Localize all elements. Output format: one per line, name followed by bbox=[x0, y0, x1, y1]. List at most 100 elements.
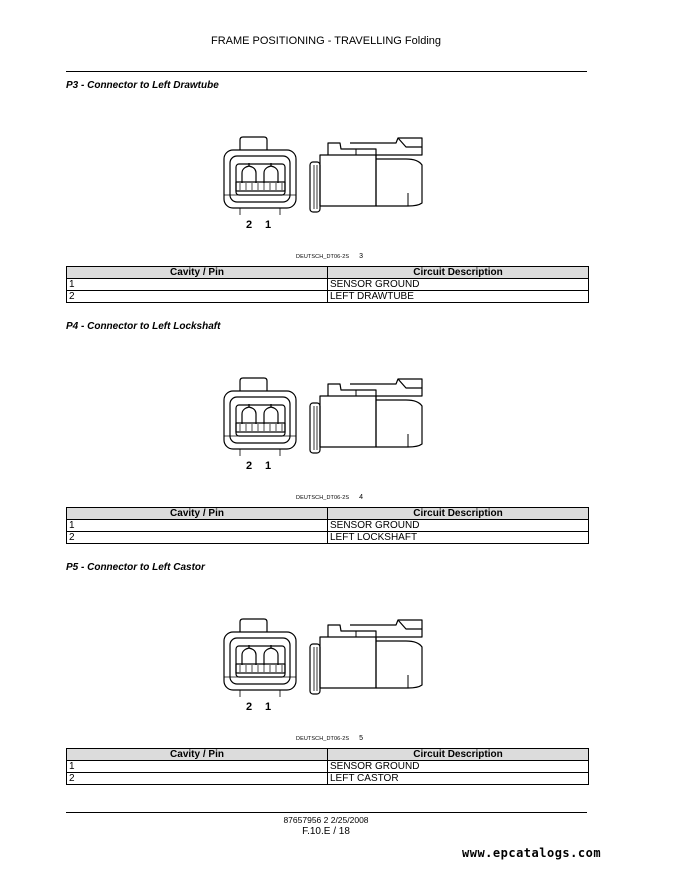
cell-circuit: LEFT LOCKSHAFT bbox=[327, 531, 589, 544]
cell-pin: 1 bbox=[66, 278, 328, 291]
cell-pin: 1 bbox=[66, 519, 328, 532]
figure-caption-part: DEUTSCH_DT06-2S bbox=[296, 254, 350, 260]
side-seal-ring bbox=[309, 643, 321, 695]
figure-caption: DEUTSCH_DT06-2S 5 bbox=[296, 735, 363, 742]
pin-number-label: 2 bbox=[246, 460, 252, 472]
cell-pin: 1 bbox=[66, 760, 328, 773]
cell-circuit: LEFT CASTOR bbox=[327, 772, 589, 785]
page-number: F.10.E / 18 bbox=[302, 826, 350, 837]
column-header-circuit: Circuit Description bbox=[327, 507, 589, 520]
connector-latch-tab bbox=[239, 136, 268, 150]
connector-housing-outer bbox=[223, 149, 297, 209]
cell-circuit: SENSOR GROUND bbox=[327, 278, 589, 291]
figure-number: 3 bbox=[359, 253, 364, 260]
side-latch-hook bbox=[397, 619, 422, 630]
side-latch-base bbox=[327, 383, 377, 396]
column-header-circuit: Circuit Description bbox=[327, 266, 589, 279]
connector-side-view bbox=[309, 619, 423, 695]
terminal-1 bbox=[263, 645, 279, 665]
table-row: 2 LEFT DRAWTUBE bbox=[66, 290, 589, 303]
side-body bbox=[319, 395, 377, 448]
table-row: 1 SENSOR GROUND bbox=[66, 760, 589, 773]
side-rear-housing bbox=[376, 640, 423, 689]
table-row: 2 LEFT CASTOR bbox=[66, 772, 589, 785]
header-rule bbox=[66, 71, 587, 72]
pin-number-label: 1 bbox=[265, 219, 271, 231]
side-latch-arm bbox=[350, 378, 423, 397]
side-latch-hook bbox=[397, 137, 422, 148]
side-latch-arm bbox=[350, 137, 423, 156]
pin-number-label: 2 bbox=[246, 701, 252, 713]
wedge-lock bbox=[235, 422, 286, 433]
column-header-cavity: Cavity / Pin bbox=[66, 507, 328, 520]
terminal-2 bbox=[241, 404, 257, 424]
side-seal-ring bbox=[309, 161, 321, 213]
table-header-row: Cavity / Pin Circuit Description bbox=[66, 507, 589, 520]
pin-number-label: 1 bbox=[265, 701, 271, 713]
cell-pin: 2 bbox=[66, 772, 328, 785]
wedge-lock bbox=[235, 663, 286, 674]
side-body bbox=[319, 154, 377, 207]
figure-caption: DEUTSCH_DT06-2S 3 bbox=[296, 253, 363, 260]
column-header-cavity: Cavity / Pin bbox=[66, 266, 328, 279]
connector-housing-inner bbox=[229, 155, 291, 203]
figure-caption-part: DEUTSCH_DT06-2S bbox=[296, 736, 350, 742]
table-header-row: Cavity / Pin Circuit Description bbox=[66, 748, 589, 761]
table-header-row: Cavity / Pin Circuit Description bbox=[66, 266, 589, 279]
section-title: P5 - Connector to Left Castor bbox=[66, 562, 205, 573]
terminal-2 bbox=[241, 645, 257, 665]
cell-circuit: SENSOR GROUND bbox=[327, 760, 589, 773]
table-row: 1 SENSOR GROUND bbox=[66, 278, 589, 291]
table-row: 2 LEFT LOCKSHAFT bbox=[66, 531, 589, 544]
section-title: P3 - Connector to Left Drawtube bbox=[66, 80, 219, 91]
connector-latch-tab bbox=[239, 618, 268, 632]
figure-number: 4 bbox=[359, 494, 364, 501]
side-latch-hook bbox=[397, 378, 422, 389]
watermark-url: www.epcatalogs.com bbox=[462, 846, 602, 860]
side-body bbox=[319, 636, 377, 689]
figure-caption-part: DEUTSCH_DT06-2S bbox=[296, 495, 350, 501]
document-version: 87657956 2 2/25/2008 bbox=[283, 815, 369, 825]
pin-table: Cavity / Pin Circuit Description 1 SENSO… bbox=[66, 507, 589, 544]
cell-circuit: SENSOR GROUND bbox=[327, 519, 589, 532]
cell-circuit: LEFT DRAWTUBE bbox=[327, 290, 589, 303]
connector-housing-inner bbox=[229, 396, 291, 444]
section-title: P4 - Connector to Left Lockshaft bbox=[66, 321, 221, 332]
pin-table: Cavity / Pin Circuit Description 1 SENSO… bbox=[66, 266, 589, 303]
cell-pin: 2 bbox=[66, 290, 328, 303]
side-latch-arm bbox=[350, 619, 423, 638]
side-latch-base bbox=[327, 142, 377, 155]
pin-table: Cavity / Pin Circuit Description 1 SENSO… bbox=[66, 748, 589, 785]
side-seal-ring bbox=[309, 402, 321, 454]
table-row: 1 SENSOR GROUND bbox=[66, 519, 589, 532]
terminal-1 bbox=[263, 404, 279, 424]
figure-number: 5 bbox=[359, 735, 364, 742]
page-header-title: FRAME POSITIONING - TRAVELLING Folding bbox=[210, 35, 442, 47]
terminal-2 bbox=[241, 163, 257, 183]
connector-latch-tab bbox=[239, 377, 268, 391]
figure-caption: DEUTSCH_DT06-2S 4 bbox=[296, 494, 363, 501]
connector-side-view bbox=[309, 137, 423, 213]
cell-pin: 2 bbox=[66, 531, 328, 544]
connector-side-view bbox=[309, 378, 423, 454]
connector-housing-inner bbox=[229, 637, 291, 685]
side-latch-base bbox=[327, 624, 377, 637]
footer-rule bbox=[66, 812, 587, 813]
side-rear-housing bbox=[376, 399, 423, 448]
terminal-1 bbox=[263, 163, 279, 183]
connector-housing-outer bbox=[223, 390, 297, 450]
side-rear-housing bbox=[376, 158, 423, 207]
column-header-circuit: Circuit Description bbox=[327, 748, 589, 761]
wedge-lock bbox=[235, 181, 286, 192]
column-header-cavity: Cavity / Pin bbox=[66, 748, 328, 761]
pin-number-label: 1 bbox=[265, 460, 271, 472]
